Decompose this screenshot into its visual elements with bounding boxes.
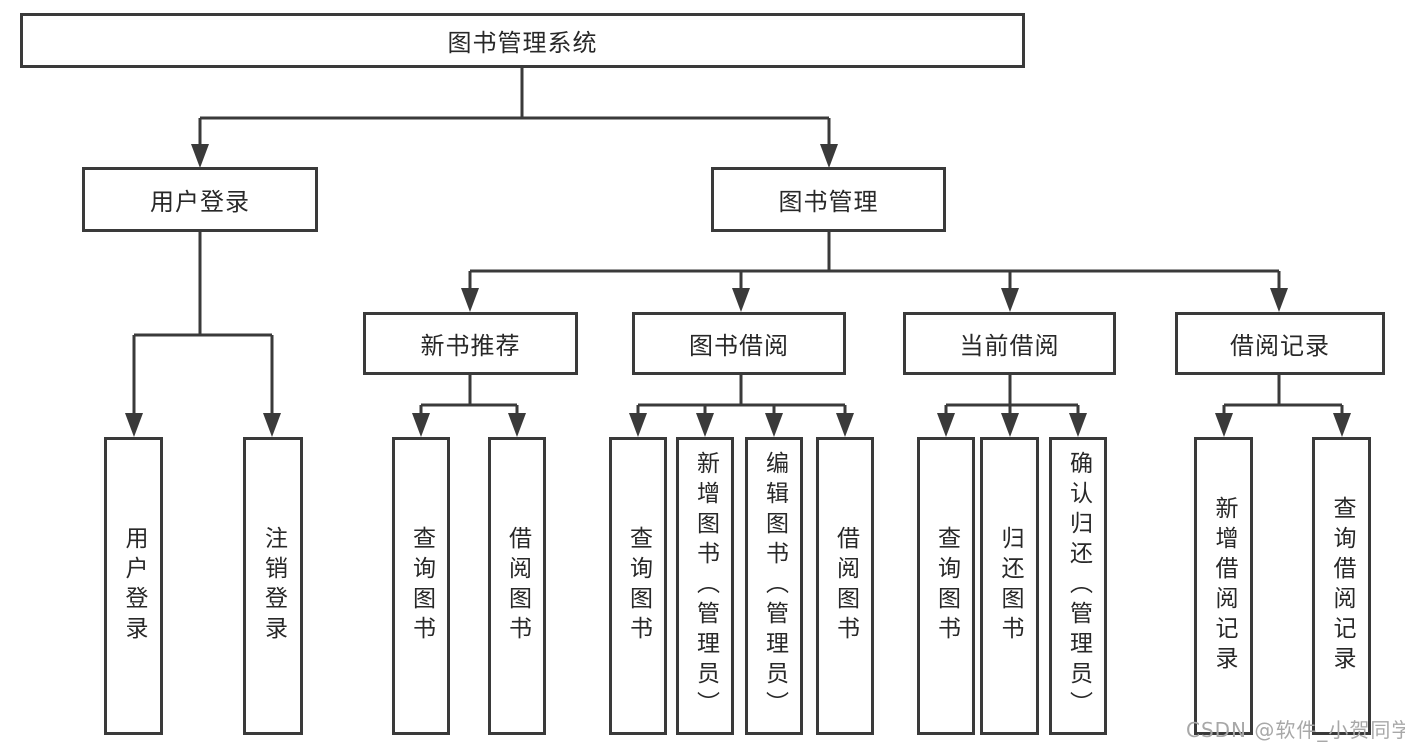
node-new-book-recommend: 新书推荐: [363, 312, 578, 375]
leaf-query-books-recommend: 查询图书: [392, 437, 450, 735]
leaf-add-borrow-record: 新增借阅记录: [1194, 437, 1253, 735]
node-current-borrow: 当前借阅: [903, 312, 1116, 375]
leaf-confirm-return-admin: 确认归还（管理员）: [1049, 437, 1107, 735]
watermark: CSDN @软件_小贺同学: [1186, 718, 1405, 742]
arrowhead-down-icons: [125, 144, 1351, 437]
leaf-query-books-current: 查询图书: [917, 437, 975, 735]
leaf-borrow-books: 借阅图书: [816, 437, 874, 735]
leaf-edit-books-admin: 编辑图书（管理员）: [745, 437, 803, 735]
connector-shafts: [132, 68, 1344, 415]
leaf-query-books-borrow: 查询图书: [609, 437, 667, 735]
node-borrow-records: 借阅记录: [1175, 312, 1385, 375]
leaf-return-books: 归还图书: [980, 437, 1039, 735]
leaf-logout: 注销登录: [243, 437, 303, 735]
leaf-user-login: 用户登录: [104, 437, 163, 735]
node-book-management: 图书管理: [711, 167, 946, 232]
node-library-management-system: 图书管理系统: [20, 13, 1025, 68]
leaf-borrow-books-recommend: 借阅图书: [488, 437, 546, 735]
leaf-query-borrow-record: 查询借阅记录: [1312, 437, 1371, 735]
node-user-login: 用户登录: [82, 167, 318, 232]
leaf-add-books-admin: 新增图书（管理员）: [676, 437, 734, 735]
node-book-borrow: 图书借阅: [632, 312, 846, 375]
